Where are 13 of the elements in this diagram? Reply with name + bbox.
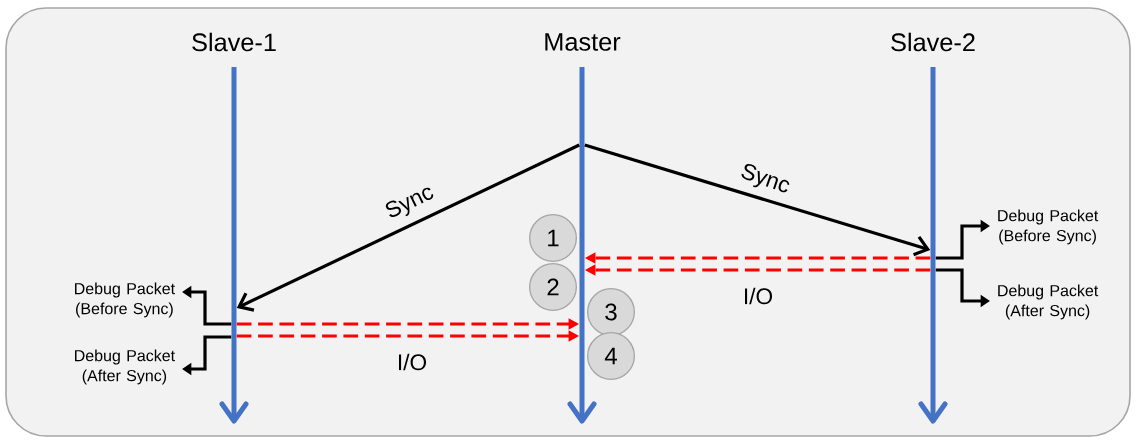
packet-label: Debug Packet (Before Sync) xyxy=(75,282,175,318)
packet-label: Debug Packet (After Sync) xyxy=(998,284,1099,320)
packet-label: Debug Packet (After Sync) xyxy=(75,349,175,385)
edge-label: Sync xyxy=(381,180,439,226)
lifeline-label: Master xyxy=(545,33,621,51)
arrow xyxy=(584,143,931,257)
edge-label: I/O xyxy=(395,352,429,372)
edge-label: Sync xyxy=(736,160,794,200)
packet-label: Debug Packet (Before Sync) xyxy=(998,209,1099,245)
lifeline-label: Slave-1 xyxy=(192,32,276,52)
lifeline-label: Slave-2 xyxy=(891,32,975,52)
edge-label: I/O xyxy=(741,286,775,306)
arrow xyxy=(236,143,580,312)
